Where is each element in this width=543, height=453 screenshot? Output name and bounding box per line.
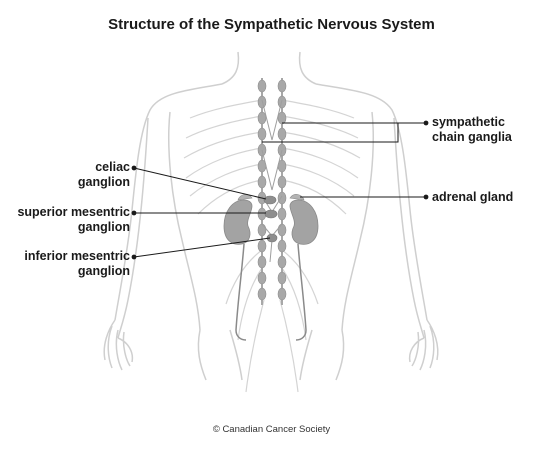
celiac-leader [133, 167, 267, 200]
ureters [235, 243, 307, 341]
diagram-title: Structure of the Sympathetic Nervous Sys… [108, 16, 435, 33]
label-sympathetic-line2: chain ganglia [432, 130, 512, 144]
kidneys [223, 199, 319, 245]
label-celiac-line1: celiac [95, 160, 130, 174]
prevertebral-ganglia [263, 195, 278, 243]
label-inferior-line2: ganglion [77, 264, 130, 278]
body-outline [103, 51, 439, 381]
celiac-ganglion-shape [263, 195, 277, 205]
label-inferior-mesentric-ganglion: inferior mesentric ganglion [24, 249, 130, 279]
label-sympathetic-chain-ganglia: sympathetic chain ganglia [432, 115, 512, 145]
leader-dots [131, 120, 429, 260]
label-superior-mesentric-ganglion: superior mesentric ganglion [17, 205, 130, 235]
label-inferior-line1: inferior mesentric [24, 249, 130, 263]
label-celiac-ganglion: celiac ganglion [78, 160, 130, 190]
superior-mesentric-ganglion-shape [264, 209, 278, 219]
chain-ganglia [257, 79, 287, 301]
label-celiac-line2: ganglion [77, 175, 130, 189]
left-kidney [223, 199, 253, 245]
label-superior-line2: ganglion [77, 220, 130, 234]
copyright-credit: © Canadian Cancer Society [212, 424, 331, 435]
right-kidney [289, 199, 319, 245]
inferior-mesentric-leader [133, 237, 271, 258]
rib-nerves [183, 99, 361, 393]
label-superior-line1: superior mesentric [17, 205, 130, 219]
leader-lines [133, 122, 425, 258]
label-adrenal-gland: adrenal gland [432, 190, 514, 204]
label-sympathetic-line1: sympathetic [432, 115, 505, 129]
sympathetic-leader-bottom [262, 123, 399, 143]
